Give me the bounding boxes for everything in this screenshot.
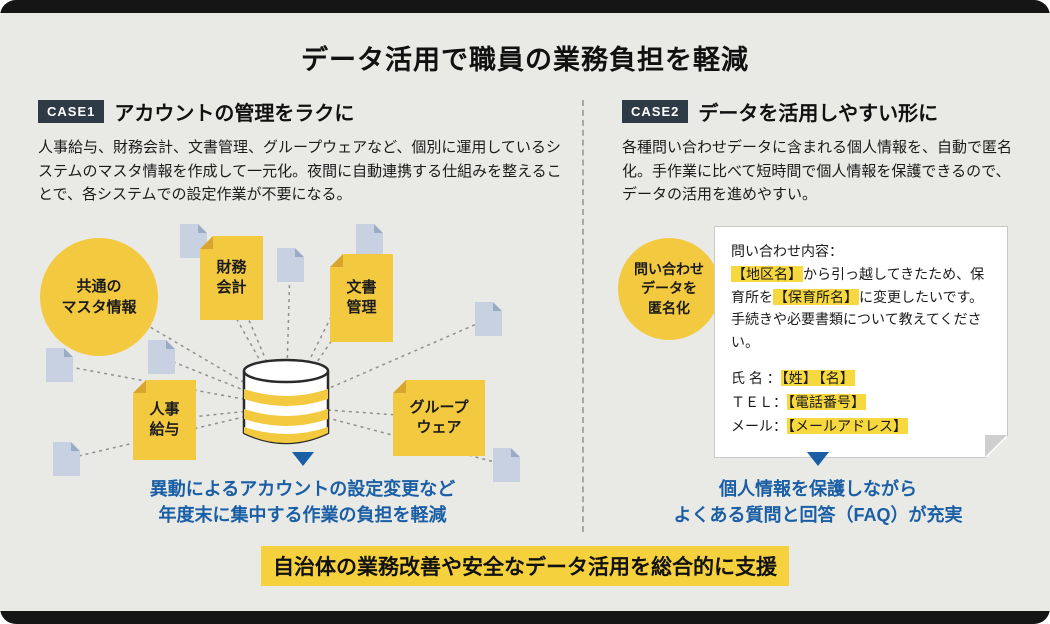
document-icon [46,348,73,382]
case2-description: 各種問い合わせデータに含まれる個人情報を、自動で匿名化。手作業に比べて短時間で個… [622,139,1013,204]
column-divider [582,100,584,532]
fold-corner [295,248,304,257]
inquiry-card-paragraph: 【地区名】から引っ越してきたため、保育所を【保育所名】に変更したいです。手続きや… [731,266,985,350]
fold-corner [374,224,383,233]
case1-result-line1: 異動によるアカウントの設定変更など [149,479,456,499]
footer-banner: 自治体の業務改善や安全なデータ活用を総合的に支援 [261,546,789,586]
inquiry-card: 問い合わせ内容： 【地区名】から引っ越してきたため、保育所を【保育所名】に変更し… [714,226,1008,458]
fold-corner [198,224,207,233]
document-icon [53,442,80,476]
anonymize-circle: 問い合わせ データを 匿名化 [618,238,720,340]
inquiry-card-tel-line: ＴＥＬ：【電話番号】 [731,393,865,410]
node-label: グループ ウェア [409,398,469,436]
node-label: 人事 給与 [149,400,180,438]
case1-badge: CASE1 [38,100,105,123]
node-groupware: グループ ウェア [393,380,485,456]
master-data-circle: 共通の マスタ情報 [40,238,158,356]
document-icon [475,302,502,336]
fold-corner [166,340,175,349]
case2-heading: データを活用しやすい形に [698,103,939,125]
case1-description: 人事給与、財務会計、文書管理、グループウェアなど、個別に運用しているシステムのマ… [38,139,562,204]
down-arrow-icon [291,452,314,466]
inquiry-card-mail-line: メール：【メールアドレス】 [731,417,907,434]
bottom-border-bar [0,611,1050,624]
page-title: データ活用で職員の業務負担を軽減 [301,45,749,75]
fold-corner [64,348,73,357]
case2-badge: CASE2 [622,100,689,123]
inquiry-card-title: 問い合わせ内容： [731,243,843,259]
node-label: 財務 会計 [216,258,247,296]
fold-corner [493,302,502,311]
case2-result-line2: よくある質問と回答（FAQ）が充実 [673,505,963,526]
document-icon [148,340,175,374]
database-icon [242,358,330,445]
node-hr-payroll: 人事 給与 [133,380,196,460]
case1-header: CASE1 アカウントの管理をラクに [38,97,354,126]
case2-result-line1: 個人情報を保護しながら [719,479,917,499]
node-finance-accounting: 財務 会計 [200,236,263,320]
top-border-bar [0,0,1050,13]
document-icon [277,248,304,282]
case1-result-line2: 年度末に集中する作業の負担を軽減 [158,505,447,526]
inquiry-card-name-line: 氏 名 ：【姓】【名】 [731,369,854,386]
case2-result: 個人情報を保護しながら よくある質問と回答（FAQ）が充実 [612,452,1024,528]
down-arrow-icon [807,452,829,466]
fold-corner [511,448,520,457]
case1-diagram: 共通の マスタ情報 財務 会計 文書 管理 人事 給与 グループ ウェア [30,222,575,472]
document-icon [493,448,520,482]
node-document-management: 文書 管理 [330,254,393,342]
case1-result: 異動によるアカウントの設定変更など 年度末に集中する作業の負担を軽減 [30,452,575,528]
node-label: 文書 管理 [346,278,377,316]
document-icon [356,224,383,258]
case2-header: CASE2 データを活用しやすい形に [622,97,938,126]
case1-heading: アカウントの管理をラクに [114,103,355,125]
fold-corner [71,442,80,451]
